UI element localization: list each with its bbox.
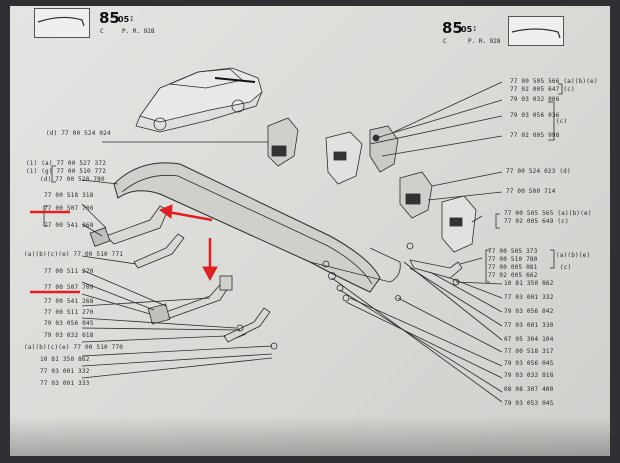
header-left-ref: P. R. 928: [122, 28, 155, 35]
ref-left-1: (d) 77 00 524 024: [46, 130, 111, 137]
ref-right-20: 79 03 056 045: [504, 360, 554, 367]
ref-right-8: 77 00 505 565 (a)(b)(e): [504, 210, 592, 217]
ref-right-23: 79 03 053 045: [504, 400, 554, 407]
ref-right-1: 77 00 505 566 (a)(b)(e): [510, 78, 598, 85]
ref-right-11: 77 00 510 780: [488, 256, 538, 263]
header-right-suffix: I: [473, 26, 477, 33]
ref-left-6: 77 00 507 706: [44, 205, 94, 212]
ref-right-15: 77 03 001 332: [504, 294, 554, 301]
header-right-code: C: [443, 38, 447, 45]
ref-left-16: 10 81 350 862: [40, 356, 90, 363]
page-bottom-shadow: [10, 416, 610, 456]
ref-right-13: 77 02 005 662: [488, 272, 538, 279]
bumper-bar: [113, 162, 401, 293]
ref-left-13: 79 03 056 045: [44, 320, 94, 327]
ref-left-3: (1) (g) 77 00 510 772: [26, 168, 107, 175]
header-left-sub: 05: [118, 15, 130, 24]
ref-right-group2-c: (c): [560, 264, 572, 271]
ref-right-2: 77 02 005 647 (c): [510, 86, 575, 93]
overrider-right-middle: [399, 171, 433, 219]
header-left-section: 85: [99, 9, 120, 27]
left-bracket-lower: [147, 275, 271, 343]
ref-left-10: 77 00 507 709: [44, 284, 94, 291]
header-right-ref: P. R. 928: [468, 38, 501, 45]
ref-right-4: 79 03 056 036: [510, 112, 560, 119]
header-left-code: C: [100, 28, 104, 35]
ref-left-4: (d) 77 00 520 780: [40, 176, 105, 183]
parts-catalog-page: 85 05 I C P. R. 928 85 05 I C P. R. 928: [10, 6, 610, 456]
exploded-parts-diagram: [30, 16, 563, 403]
ref-left-18: 77 03 001 333: [40, 380, 90, 387]
ref-left-5: 77 00 518 318: [44, 192, 94, 199]
ref-right-19: 77 00 518 317: [504, 348, 554, 355]
red-arrow-head-left: [158, 204, 173, 219]
ref-right-5: 77 02 005 998: [510, 132, 560, 139]
ref-right-10: 77 00 505 373: [488, 248, 538, 255]
overrider-upper-left: [267, 117, 299, 167]
ref-left-8: (a)(b)(c)(e) 77 00 510 771: [24, 251, 124, 258]
ref-left-11: 77 00 541 268: [44, 298, 94, 305]
ref-left-14: 79 03 032 018: [44, 332, 94, 339]
red-arrow-horizontal: [167, 210, 213, 222]
ref-right-9: 77 02 005 649 (c): [504, 218, 569, 225]
ref-right-3: 79 03 032 006: [510, 96, 560, 103]
bumper-thumbnail-left: [34, 8, 90, 38]
overrider-upper-middle: [325, 131, 363, 185]
red-annotations: [30, 204, 218, 294]
ref-right-7: 77 00 500 714: [506, 188, 556, 195]
ref-right-group2-abe: (a)(b)(e): [556, 252, 591, 259]
header-right-section: 85: [442, 19, 463, 37]
ref-left-9: 77 00 511 270: [44, 268, 94, 275]
ref-right-16: 79 03 056 042: [504, 308, 554, 315]
ref-left-2: (1) (a) 77 00 527 372: [26, 160, 107, 167]
car-sketch: [135, 67, 263, 133]
red-arrow-head-down: [202, 266, 218, 282]
ref-right-18: 07 05 304 104: [504, 336, 554, 343]
header-left-suffix: I: [130, 16, 134, 23]
ref-left-7: 77 00 541 268: [44, 222, 94, 229]
ref-right-6: 77 00 524 023 (d): [506, 168, 571, 175]
ref-right-17: 77 03 001 330: [504, 322, 554, 329]
ref-left-12: 77 00 511 270: [44, 309, 94, 316]
header-right-sub: 05: [461, 25, 473, 34]
ref-right-22: 08 08 307 400: [504, 386, 554, 393]
ref-right-21: 79 03 032 018: [504, 372, 554, 379]
ref-right-14: 10 81 350 862: [504, 280, 554, 287]
ref-left-15: (a)(b)(c)(e) 77 00 510 770: [24, 344, 124, 351]
ref-right-group1-tag: (c): [556, 118, 568, 125]
ref-left-17: 77 03 001 332: [40, 368, 90, 375]
overrider-right-lower: [441, 195, 477, 253]
ref-right-12: 77 00 005 081: [488, 264, 538, 271]
